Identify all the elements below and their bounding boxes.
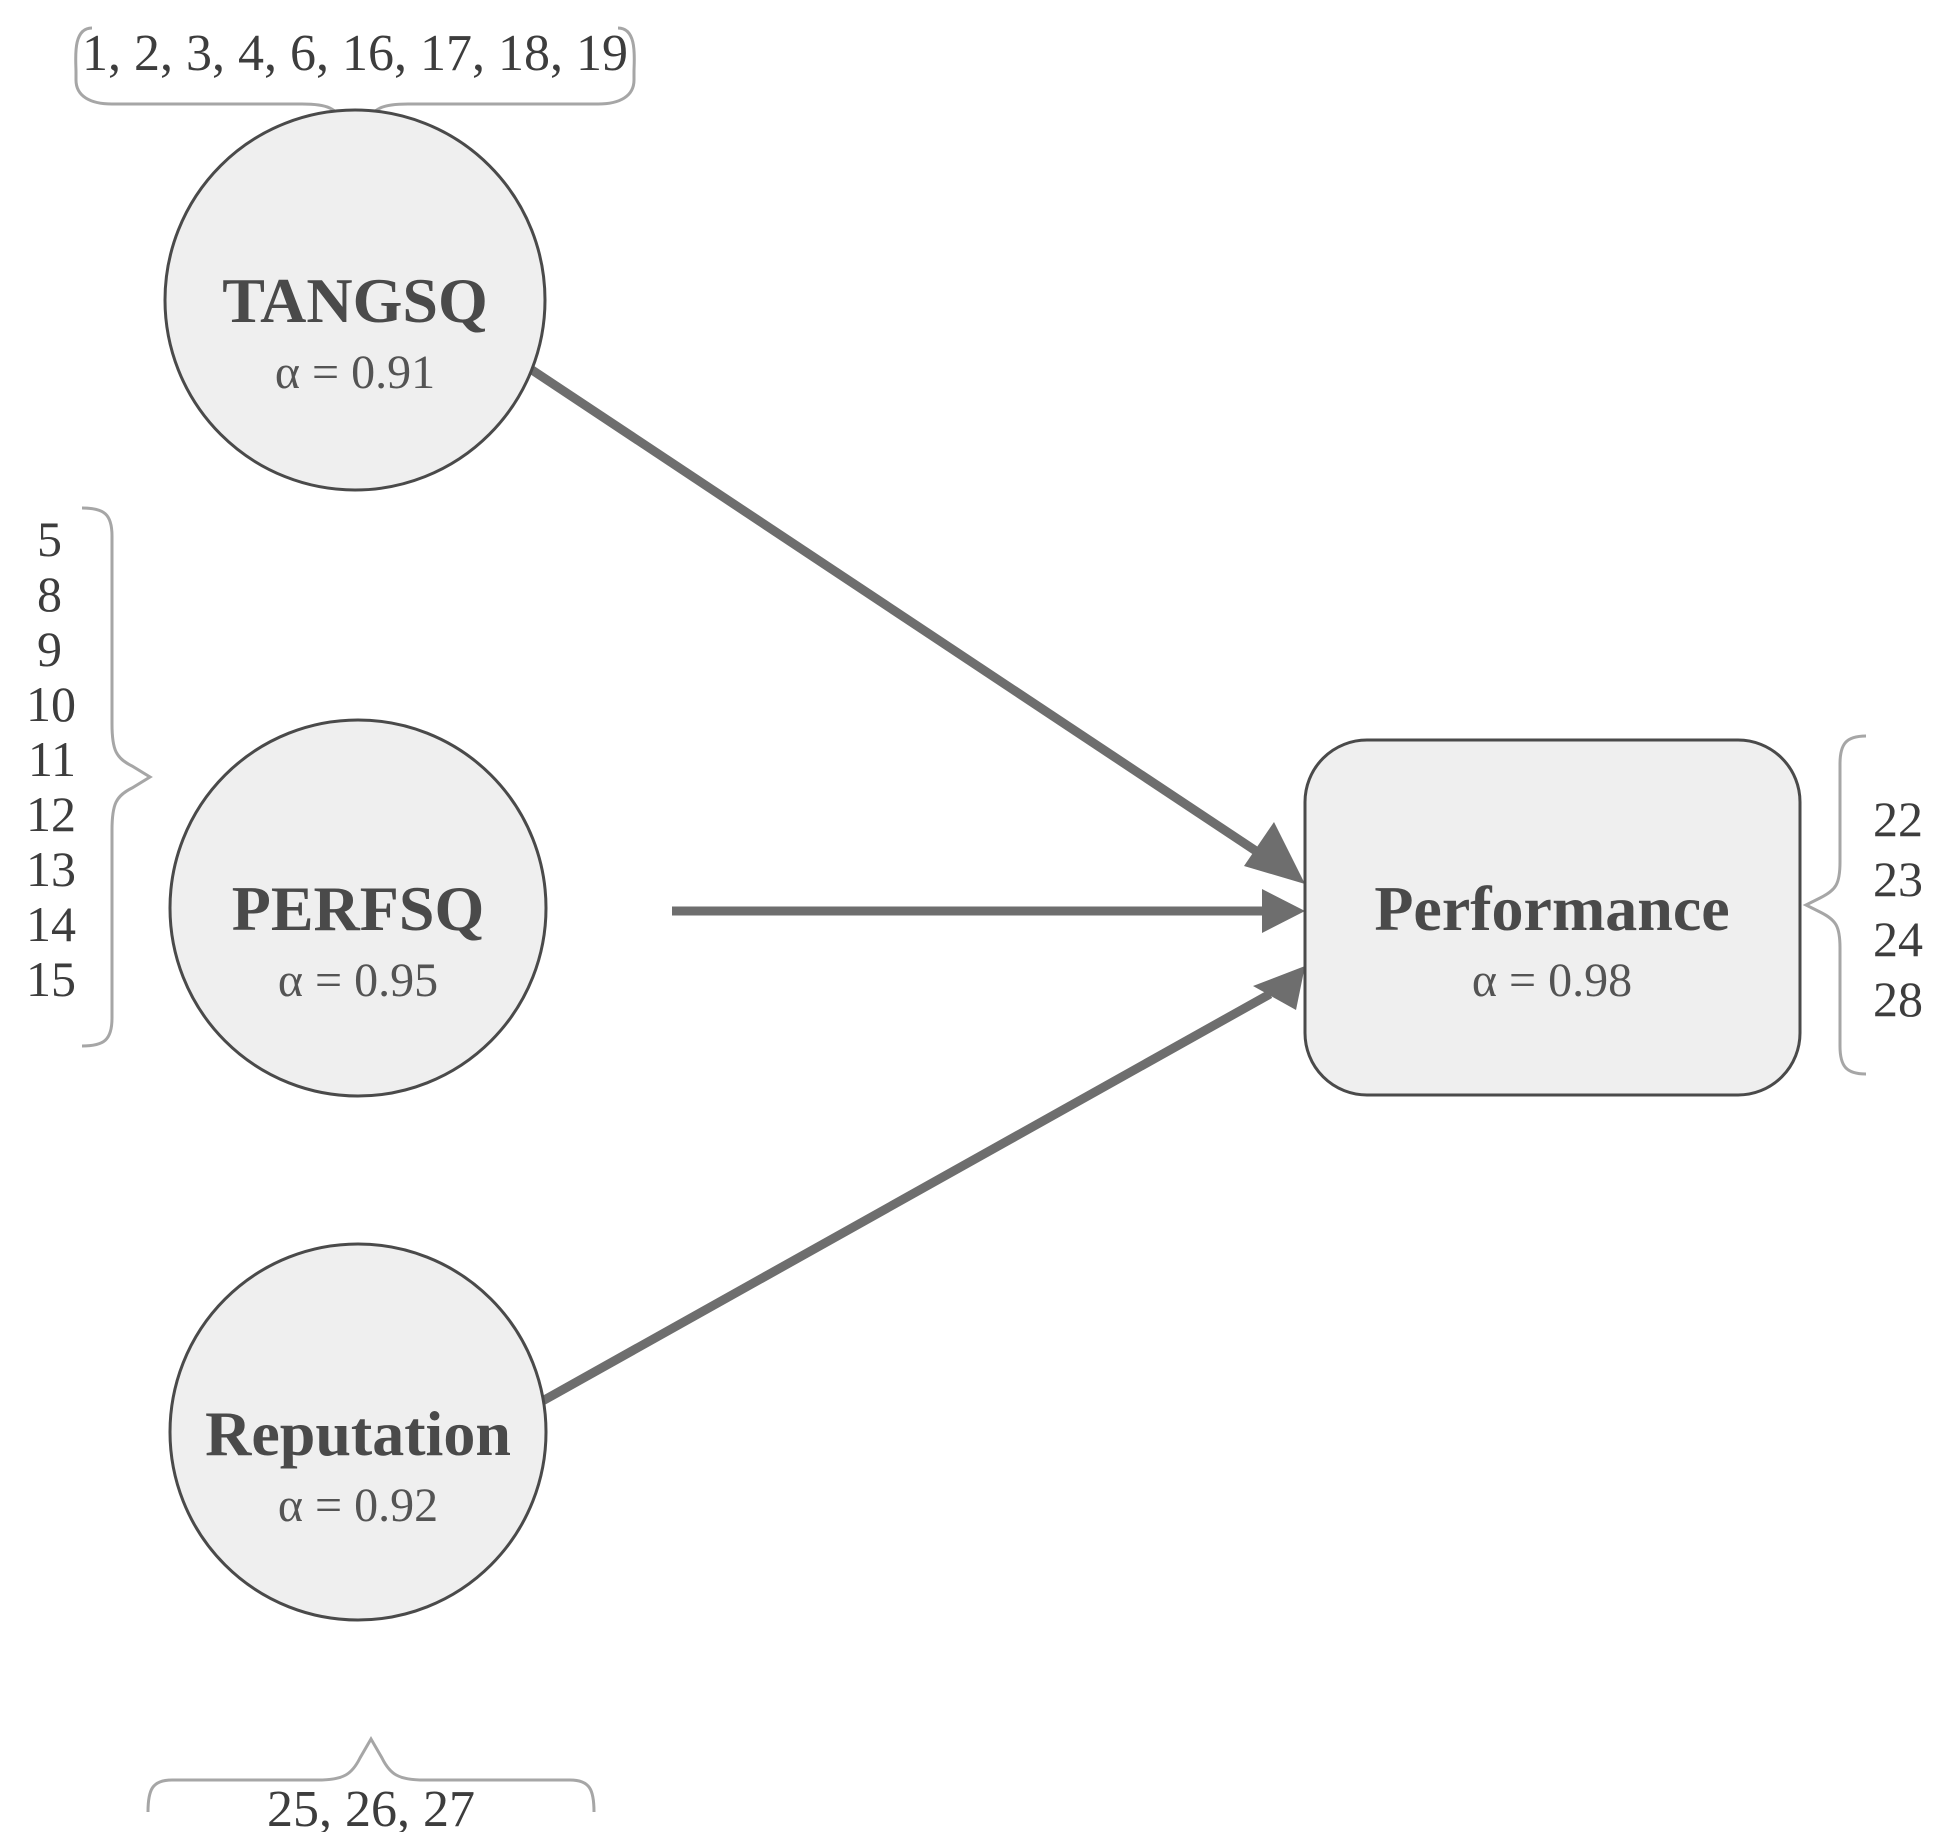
- edge-arrowhead-reputation: [1253, 966, 1305, 1010]
- edge-arrowhead-perfsq: [1262, 889, 1305, 933]
- brace-item-23: 23: [1873, 851, 1923, 907]
- brace-tangsq-items: 1, 2, 3, 4, 6, 16, 17, 18, 19: [74, 25, 636, 146]
- node-reputation-circle[interactable]: [168, 1242, 548, 1622]
- brace-item-10: 10: [26, 676, 76, 732]
- node-performance[interactable]: Performance α = 0.98: [1303, 738, 1802, 1097]
- brace-item-5: 5: [37, 511, 62, 567]
- node-reputation-alpha: α = 0.92: [278, 1479, 438, 1532]
- brace-item-24: 24: [1873, 911, 1923, 967]
- node-tangsq-circle[interactable]: [163, 108, 547, 492]
- brace-item-28: 28: [1873, 971, 1923, 1027]
- edge-tangsq-performance: [517, 358, 1305, 884]
- brace-path-right: [1802, 734, 1867, 1076]
- brace-item-15: 15: [26, 951, 76, 1007]
- node-perfsq[interactable]: PERFSQ α = 0.95: [168, 718, 548, 1098]
- brace-item-14: 14: [26, 896, 76, 952]
- node-performance-label: Performance: [1374, 873, 1729, 944]
- brace-reputation-items: 25, 26, 27: [146, 1736, 596, 1832]
- brace-item-22: 22: [1873, 791, 1923, 847]
- node-reputation[interactable]: Reputation α = 0.92: [168, 1242, 548, 1622]
- brace-path-left: [81, 506, 153, 1048]
- node-perfsq-alpha: α = 0.95: [278, 954, 438, 1007]
- edge-reputation-performance: [527, 966, 1305, 1412]
- brace-perfsq-items: 5 8 9 10 11 12 13 14 15: [26, 506, 153, 1048]
- edge-line-reputation: [527, 990, 1273, 1412]
- edge-perfsq-performance: [672, 889, 1305, 933]
- brace-label-tangsq: 1, 2, 3, 4, 6, 16, 17, 18, 19: [82, 25, 628, 82]
- node-perfsq-circle[interactable]: [168, 718, 548, 1098]
- brace-item-13: 13: [26, 841, 76, 897]
- brace-item-11: 11: [28, 731, 76, 787]
- node-performance-alpha: α = 0.98: [1472, 954, 1632, 1007]
- brace-item-12: 12: [26, 786, 76, 842]
- edge-line-tangsq: [517, 358, 1265, 859]
- node-perfsq-label: PERFSQ: [232, 873, 484, 944]
- brace-item-8: 8: [37, 566, 62, 622]
- node-performance-box[interactable]: [1303, 738, 1802, 1097]
- brace-label-reputation: 25, 26, 27: [267, 1781, 475, 1832]
- node-reputation-label: Reputation: [205, 1398, 511, 1469]
- node-tangsq-label: TANGSQ: [222, 265, 488, 336]
- brace-path-bottom: [146, 1736, 596, 1813]
- brace-performance-items: 22 23 24 28: [1802, 734, 1923, 1076]
- node-tangsq-alpha: α = 0.91: [275, 346, 435, 399]
- edge-arrowhead-tangsq: [1244, 822, 1305, 884]
- node-tangsq[interactable]: TANGSQ α = 0.91: [163, 108, 547, 492]
- brace-item-9: 9: [37, 621, 62, 677]
